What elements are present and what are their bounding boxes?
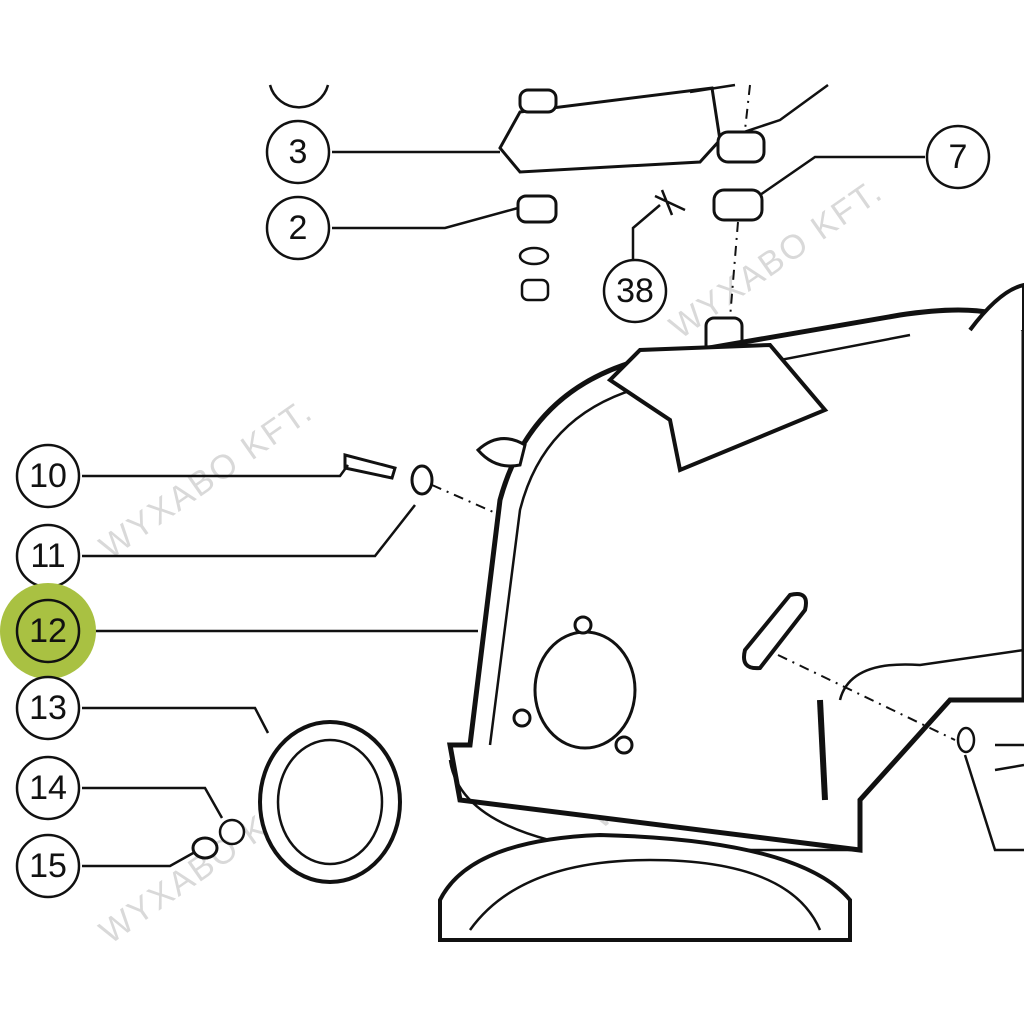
watermark: WYXABO KFT. (93, 392, 320, 567)
callout-label: 14 (29, 769, 67, 807)
callout-label: 15 (29, 847, 67, 885)
callout-label: 12 (29, 612, 67, 650)
callout-15[interactable]: 15 (15, 833, 81, 899)
callout-2[interactable]: 2 (265, 195, 331, 261)
callout-11[interactable]: 11 (15, 523, 81, 589)
callout-label: 2 (289, 209, 308, 247)
small-parts (191, 453, 501, 884)
callout-label: 7 (949, 138, 968, 176)
callout-38[interactable]: 38 (602, 258, 668, 324)
callout-label: 10 (29, 457, 67, 495)
callout-label: 3 (289, 133, 308, 171)
callout-12-highlighted[interactable]: 12 (0, 583, 96, 679)
leader-lines (82, 150, 925, 868)
highlight-disc (0, 583, 96, 679)
callout-label: 11 (30, 537, 65, 575)
callout-10[interactable]: 10 (15, 443, 81, 509)
partial-callout (268, 84, 330, 109)
callout-14[interactable]: 14 (15, 755, 81, 821)
callout-13[interactable]: 13 (15, 675, 81, 741)
callout-label: 38 (616, 272, 654, 310)
callout-label: 13 (29, 689, 67, 727)
housing (438, 282, 1024, 942)
callout-7[interactable]: 7 (925, 124, 991, 190)
bracket-plate (498, 83, 829, 364)
callout-3[interactable]: 3 (265, 119, 331, 185)
